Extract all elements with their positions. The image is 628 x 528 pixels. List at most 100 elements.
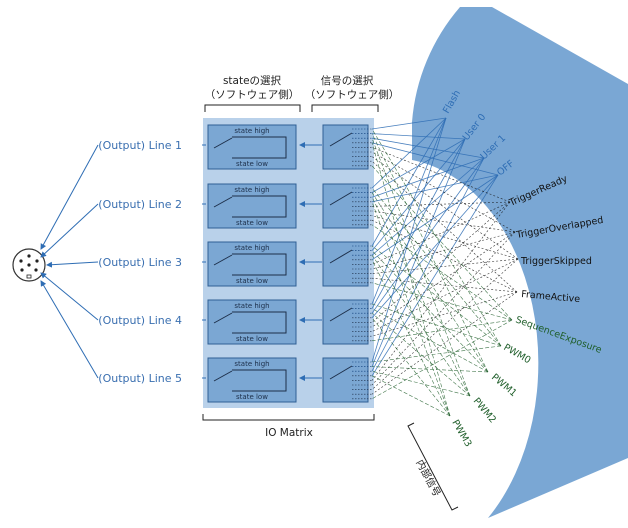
state-high-label: state high xyxy=(234,360,269,368)
connection-line xyxy=(371,303,502,347)
connection-line xyxy=(371,366,489,373)
connection-line xyxy=(371,174,499,319)
state-loop xyxy=(232,253,287,276)
signal-switch-arm xyxy=(329,365,353,380)
signal-label-pwm1: PWM1 xyxy=(489,372,519,399)
connection-line xyxy=(371,138,466,251)
signal-label-pwm2: PWM2 xyxy=(471,396,498,426)
connection-line xyxy=(371,201,511,207)
internal-signal-bracket xyxy=(407,422,459,511)
signal-select-box xyxy=(322,357,372,403)
state-select-box: state high state low xyxy=(207,124,297,170)
connection-line xyxy=(371,117,447,247)
connection-line xyxy=(371,308,489,373)
state-switch-arm xyxy=(213,137,233,149)
connection-line xyxy=(371,137,485,159)
connection-line xyxy=(371,231,516,328)
connection-line xyxy=(371,201,511,323)
state-high-label: state high xyxy=(234,244,269,252)
connection-line xyxy=(371,201,451,417)
connection-line xyxy=(371,259,451,417)
connection-line xyxy=(371,277,518,293)
connection-line xyxy=(371,117,447,130)
signal-switch-arm xyxy=(329,307,353,322)
connection-line xyxy=(371,291,518,337)
output-arrow xyxy=(40,144,99,250)
output-arrow xyxy=(40,280,99,379)
state-high-label: state high xyxy=(234,127,269,135)
signal-select-subheading: （ソフトウェア側） xyxy=(305,88,400,101)
signal-select-box xyxy=(322,241,372,287)
output-line-2: (Output) Line 2 state high state low xyxy=(40,183,372,258)
io-matrix-bracket xyxy=(202,414,375,421)
signal-select-box xyxy=(322,183,372,229)
output-line-label: (Output) Line 5 xyxy=(98,372,182,385)
connection-line xyxy=(371,319,513,342)
connection-line xyxy=(371,117,447,189)
connection-line xyxy=(371,291,518,395)
connection-line xyxy=(371,201,511,265)
connection-line xyxy=(371,142,451,417)
connection-line xyxy=(371,138,466,193)
output-line-label: (Output) Line 3 xyxy=(98,256,182,269)
state-low-label: state low xyxy=(236,219,268,227)
connection-line xyxy=(371,138,466,309)
signal-switch-arm xyxy=(329,132,353,147)
connection-line xyxy=(371,156,519,260)
connection-line xyxy=(371,174,499,261)
state-switch-arm xyxy=(213,370,233,382)
state-select-subheading: （ソフトウェア側） xyxy=(205,88,300,101)
connector-icon xyxy=(12,248,46,282)
connection-line xyxy=(371,157,485,198)
connection-line xyxy=(371,133,466,140)
connection-line xyxy=(371,197,471,397)
connection-line xyxy=(371,160,518,293)
state-switch-arm xyxy=(213,254,233,266)
connection-line xyxy=(371,128,502,347)
connection-line xyxy=(371,187,502,347)
output-line-label: (Output) Line 2 xyxy=(98,198,182,211)
state-high-label: state high xyxy=(234,302,269,310)
connection-line xyxy=(371,250,489,373)
signal-select-box xyxy=(322,299,372,345)
internal-signal-fan xyxy=(412,7,628,518)
connection-line xyxy=(371,370,471,397)
connection-line xyxy=(371,142,499,176)
state-low-label: state low xyxy=(236,160,268,168)
signal-switch-arm xyxy=(329,191,353,206)
state-high-label: state high xyxy=(234,186,269,194)
state-loop xyxy=(232,136,287,159)
output-arrow xyxy=(40,272,99,321)
output-line-1: (Output) Line 1 state high state low xyxy=(40,124,372,250)
signal-label-triggerskipped: TriggerSkipped xyxy=(520,256,592,267)
connection-line xyxy=(371,210,516,233)
signal-select-box xyxy=(322,124,372,170)
output-arrow xyxy=(40,203,99,258)
connection-line xyxy=(371,151,516,233)
connection-line xyxy=(371,224,513,321)
signal-switch-arm xyxy=(329,249,353,264)
io-matrix-label: IO Matrix xyxy=(265,427,313,439)
state-select-heading: stateの選択 xyxy=(223,74,282,87)
connection-line xyxy=(371,317,451,417)
output-line-label: (Output) Line 1 xyxy=(98,139,182,152)
connection-line xyxy=(371,165,513,321)
signal-label-pwm0: PWM0 xyxy=(502,342,533,366)
signal-select-bracket xyxy=(311,104,379,112)
signal-connections xyxy=(371,117,519,417)
signal-select-heading: 信号の選択 xyxy=(321,74,374,87)
connection-line xyxy=(371,215,519,260)
connection-line xyxy=(371,138,471,397)
connection-line xyxy=(371,201,511,381)
connection-line xyxy=(371,258,519,332)
connection-line xyxy=(371,231,516,386)
output-arrow xyxy=(46,261,99,268)
connection-line xyxy=(371,157,485,372)
connection-line xyxy=(371,174,499,377)
connection-line xyxy=(371,219,518,293)
